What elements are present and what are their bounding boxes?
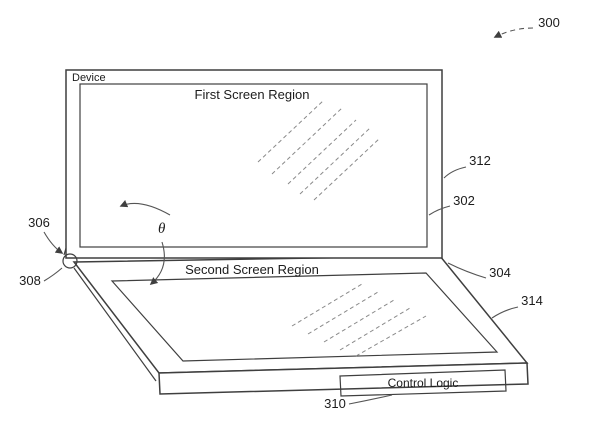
first-screen-reflection-lines <box>257 99 381 201</box>
second-screen-label: Second Screen Region <box>185 262 319 277</box>
hinge-tick <box>63 247 67 256</box>
ref-314: 314 <box>521 293 543 308</box>
ref-302-leader <box>428 205 451 216</box>
ref-300: 300 <box>538 15 560 30</box>
ref-302: 302 <box>453 193 475 208</box>
control-logic-label: Control Logic <box>388 376 459 390</box>
ref-310-leader <box>348 394 393 405</box>
hinge-circle <box>62 253 78 269</box>
theta-symbol: θ <box>158 221 166 237</box>
hinge <box>62 247 78 269</box>
first-screen-label: First Screen Region <box>195 87 310 102</box>
ref-304: 304 <box>489 265 511 280</box>
upper-panel: Device First Screen Region <box>65 69 443 259</box>
ref-304-leader <box>447 262 487 279</box>
angle-arrow-to-second-screen <box>149 241 165 285</box>
ref-314-leader <box>491 306 519 319</box>
ref-306-leader <box>43 231 64 254</box>
lower-deck: Second Screen Region Control Logic <box>72 255 529 397</box>
angle-annotation: θ <box>119 200 171 285</box>
second-screen-outline <box>110 272 499 362</box>
control-logic-box: Control Logic <box>339 369 507 397</box>
first-screen-outline <box>79 83 428 248</box>
lower-deck-left-edge <box>73 267 157 382</box>
ref-310: 310 <box>324 396 346 411</box>
ref-300-leader <box>493 27 534 38</box>
reference-labels: 300 312 302 304 314 306 308 310 <box>19 15 560 411</box>
ref-306: 306 <box>28 215 50 230</box>
device-label: Device <box>72 72 106 84</box>
angle-arrow-to-first-screen <box>119 200 171 216</box>
ref-312-leader <box>443 166 467 179</box>
ref-308-leader <box>43 267 63 282</box>
upper-panel-outline <box>65 69 443 259</box>
ref-308: 308 <box>19 273 41 288</box>
ref-312: 312 <box>469 153 491 168</box>
lower-deck-front-face <box>158 362 529 395</box>
control-logic-outline <box>339 369 507 397</box>
